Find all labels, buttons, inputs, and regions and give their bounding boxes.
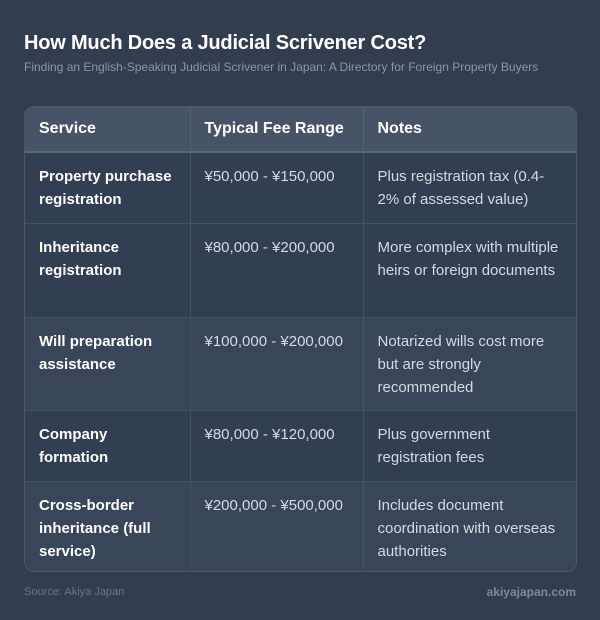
- table-row: Property purchase registration ¥50,000 -…: [25, 152, 576, 224]
- notes-cell: More complex with multiple heirs or fore…: [363, 223, 576, 318]
- fee-cell: ¥100,000 - ¥200,000: [190, 317, 364, 411]
- column-header-notes: Notes: [363, 107, 576, 153]
- site-link[interactable]: akiyajapan.com: [486, 585, 576, 599]
- fee-table: Service Typical Fee Range Notes Property…: [25, 107, 576, 571]
- notes-cell: Plus government registration fees: [363, 410, 576, 482]
- page-title: How Much Does a Judicial Scrivener Cost?: [24, 32, 427, 54]
- fee-cell: ¥200,000 - ¥500,000: [190, 481, 364, 571]
- notes-cell: Notarized wills cost more but are strong…: [363, 317, 576, 411]
- table-row: Inheritance registration ¥80,000 - ¥200,…: [25, 223, 576, 318]
- service-cell: Cross-border inheritance (full service): [25, 481, 191, 571]
- service-cell: Will preparation assistance: [25, 317, 191, 411]
- table-row: Will preparation assistance ¥100,000 - ¥…: [25, 317, 576, 411]
- service-cell: Company formation: [25, 410, 191, 482]
- fee-cell: ¥80,000 - ¥120,000: [190, 410, 364, 482]
- fee-table-container: Service Typical Fee Range Notes Property…: [24, 106, 577, 572]
- table-row: Company formation ¥80,000 - ¥120,000 Plu…: [25, 410, 576, 482]
- table-header-row: Service Typical Fee Range Notes: [25, 107, 576, 153]
- page-subtitle: Finding an English-Speaking Judicial Scr…: [24, 60, 539, 74]
- fee-cell: ¥50,000 - ¥150,000: [190, 152, 364, 224]
- source-credit: Source: Akiya Japan: [24, 586, 125, 598]
- notes-cell: Includes document coordination with over…: [363, 481, 576, 571]
- column-header-fee: Typical Fee Range: [190, 107, 364, 153]
- service-cell: Inheritance registration: [25, 223, 191, 318]
- service-cell: Property purchase registration: [25, 152, 191, 224]
- column-header-service: Service: [25, 107, 191, 153]
- table-row: Cross-border inheritance (full service) …: [25, 481, 576, 571]
- fee-cell: ¥80,000 - ¥200,000: [190, 223, 364, 318]
- notes-cell: Plus registration tax (0.4-2% of assesse…: [363, 152, 576, 224]
